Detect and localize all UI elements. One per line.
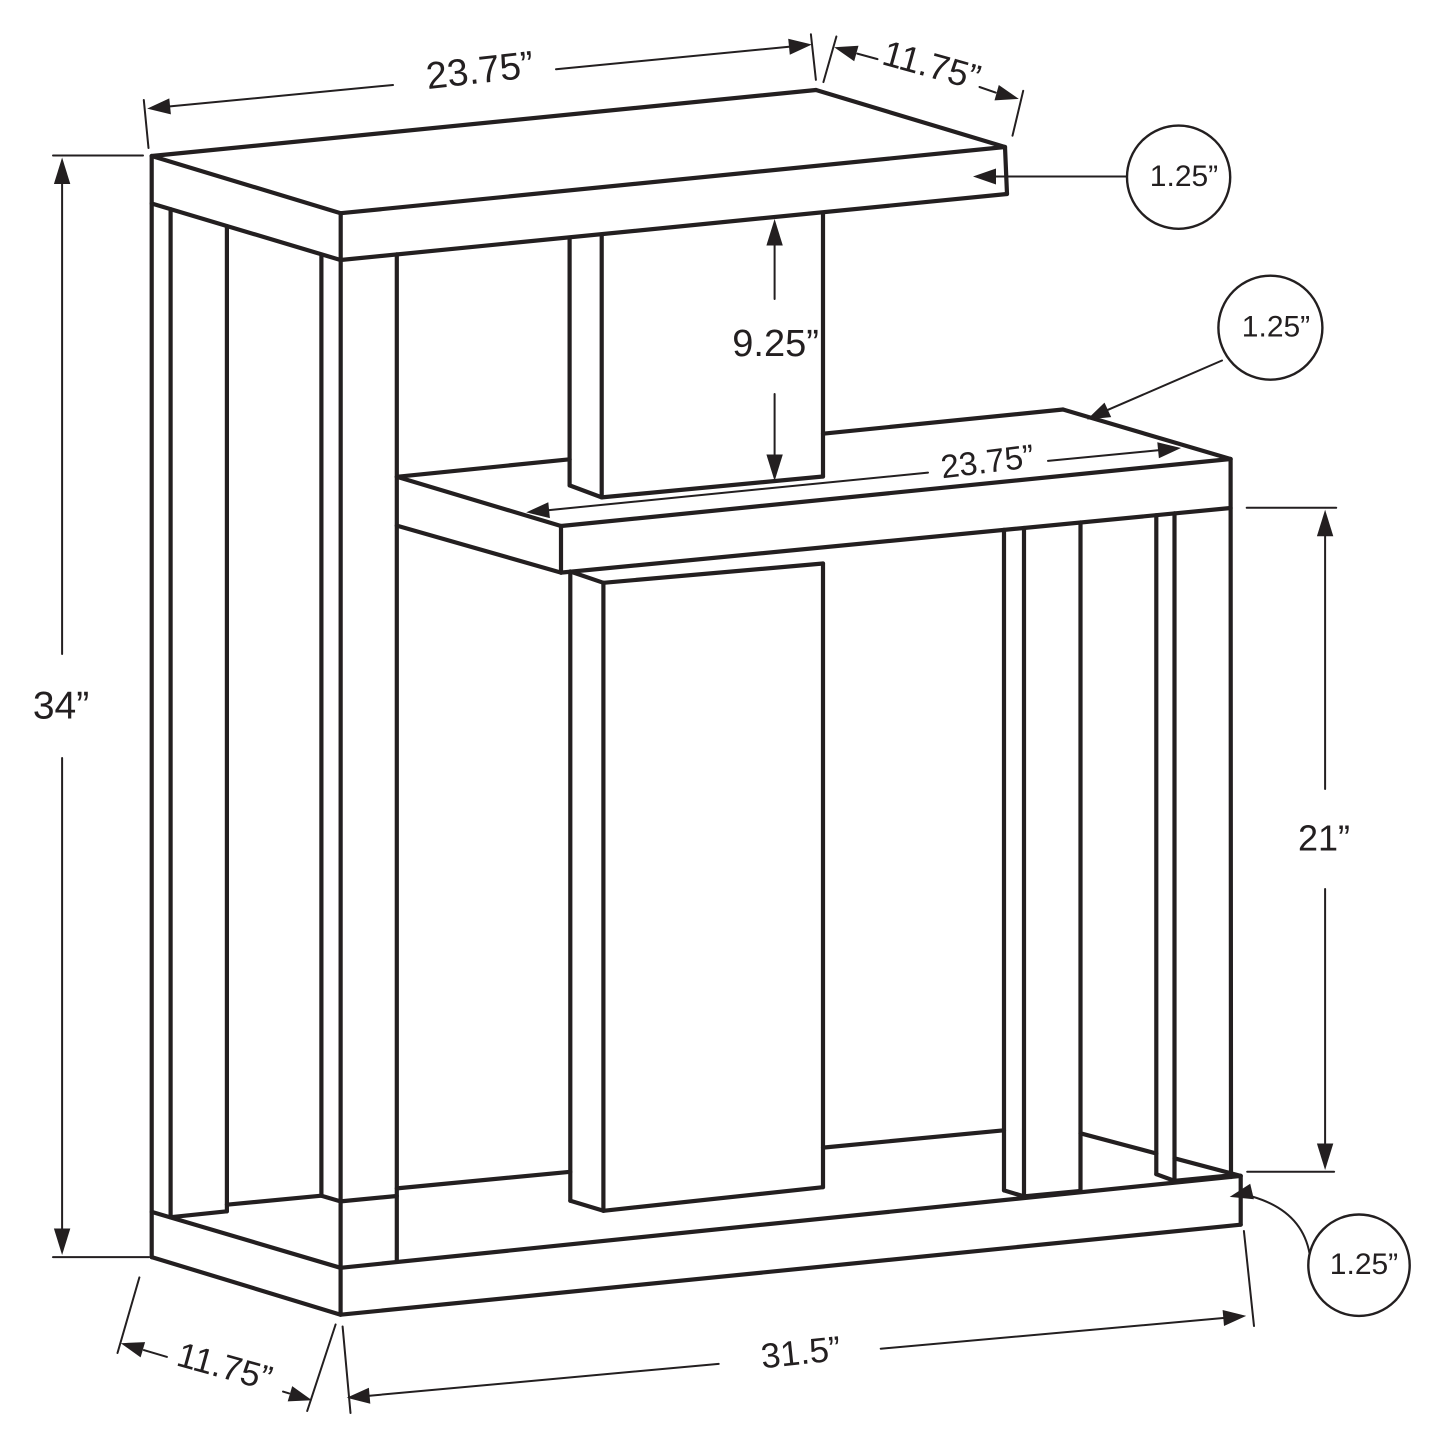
svg-text:9.25”: 9.25” [732, 323, 819, 365]
svg-text:21”: 21” [1298, 818, 1350, 859]
svg-text:34”: 34” [33, 684, 89, 727]
svg-text:1.25”: 1.25” [1330, 1248, 1398, 1281]
svg-text:1.25”: 1.25” [1242, 310, 1310, 343]
svg-text:1.25”: 1.25” [1150, 160, 1218, 193]
svg-text:31.5”: 31.5” [759, 1329, 842, 1376]
